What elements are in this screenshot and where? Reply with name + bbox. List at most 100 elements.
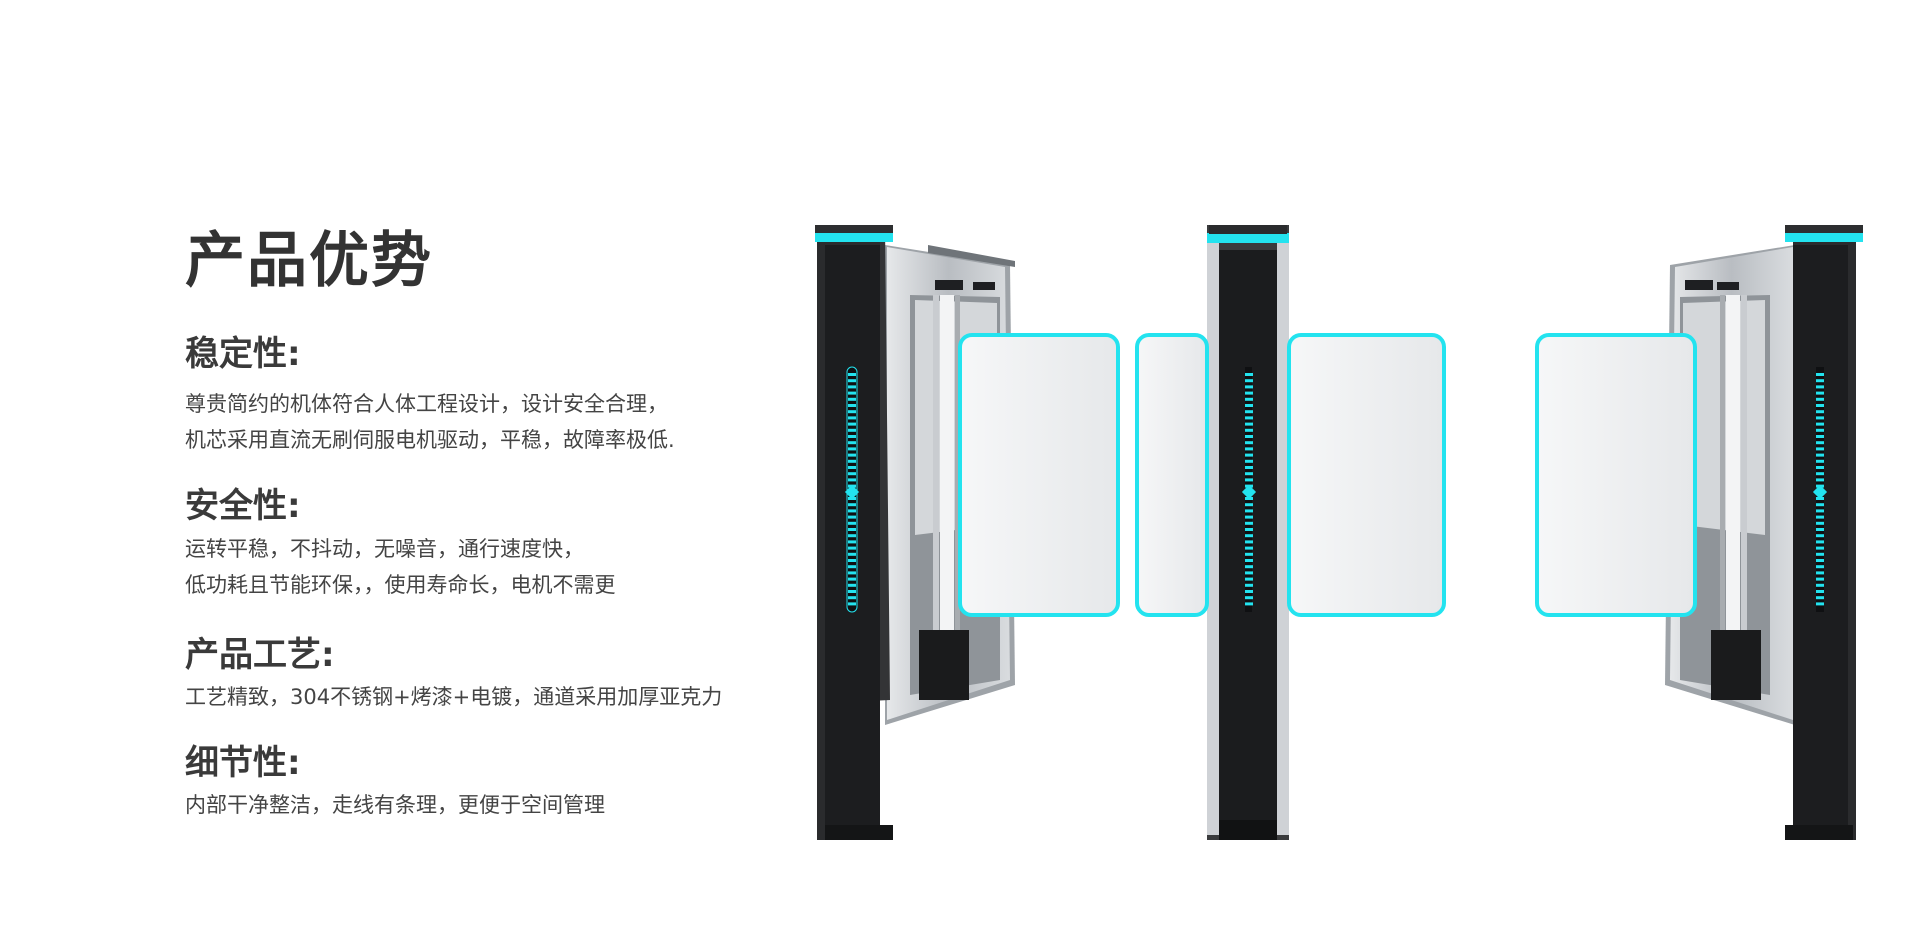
page-title: 产品优势 xyxy=(185,226,433,296)
led-segment xyxy=(1816,559,1824,562)
led-segment xyxy=(848,571,856,575)
led-segment xyxy=(1816,447,1824,451)
led-segment xyxy=(1816,503,1824,507)
led-segment xyxy=(1245,478,1253,482)
led-segment xyxy=(848,410,856,414)
led-segment xyxy=(1245,441,1253,445)
led-segment xyxy=(848,596,856,600)
led-segment xyxy=(848,472,856,476)
led-segment xyxy=(1816,509,1824,513)
led-segment xyxy=(1245,373,1253,376)
led-segment xyxy=(848,453,856,457)
section-line: 内部干净整洁，走线有条理，更便于空间管理 xyxy=(185,793,605,817)
led-segment xyxy=(848,590,856,593)
led-segment xyxy=(1816,466,1824,469)
led-segment xyxy=(1816,590,1824,593)
center-cabinet xyxy=(1207,225,1289,840)
led-segment xyxy=(1245,385,1253,389)
led-segment xyxy=(1816,534,1824,538)
led-segment xyxy=(1245,540,1253,544)
led-segment xyxy=(1245,503,1253,507)
led-segment xyxy=(848,534,856,538)
section-line: 尊贵简约的机体符合人体工程设计，设计安全合理， xyxy=(185,392,668,416)
led-center-diamond xyxy=(844,484,860,500)
led-segment xyxy=(1245,583,1253,587)
led-segment xyxy=(848,546,856,550)
led-segment xyxy=(1816,441,1824,445)
led-segment xyxy=(848,509,856,513)
led-segment xyxy=(1816,472,1824,476)
led-segment xyxy=(1245,590,1253,593)
led-segment xyxy=(1816,422,1824,426)
led-segment xyxy=(1816,540,1824,544)
led-segment xyxy=(848,466,856,469)
led-segment xyxy=(1816,385,1824,389)
section-heading-detail: 细节性: xyxy=(185,743,301,783)
led-center-diamond xyxy=(1241,484,1257,500)
led-segment xyxy=(848,397,856,401)
led-segment xyxy=(1245,428,1253,432)
led-segment xyxy=(1816,404,1824,407)
led-segment xyxy=(1245,379,1253,383)
led-segment xyxy=(1816,515,1824,519)
led-segment xyxy=(848,441,856,445)
led-segment xyxy=(1245,509,1253,513)
led-segment xyxy=(848,552,856,556)
led-segment xyxy=(1245,410,1253,414)
led-segment xyxy=(1816,571,1824,575)
led-segment xyxy=(1816,521,1824,525)
led-segment xyxy=(1816,552,1824,556)
led-segment xyxy=(1816,577,1824,581)
section-line: 工艺精致，304不锈钢+烤漆+电镀，通道采用加厚亚克力 xyxy=(185,685,723,709)
led-segment xyxy=(1245,435,1253,438)
led-segment xyxy=(848,373,856,376)
led-segment xyxy=(848,577,856,581)
led-segment xyxy=(1245,391,1253,395)
led-segment xyxy=(1816,416,1824,420)
led-segment xyxy=(1245,397,1253,401)
led-segment xyxy=(1245,596,1253,600)
led-segment xyxy=(1816,428,1824,432)
led-segment xyxy=(848,447,856,451)
section-heading-craft: 产品工艺: xyxy=(185,635,335,675)
led-segment xyxy=(848,478,856,482)
led-segment xyxy=(1245,559,1253,562)
section-line: 低功耗且节能环保，，使用寿命长，电机不需更 xyxy=(185,573,616,597)
led-segment xyxy=(1816,528,1824,531)
led-segment xyxy=(848,404,856,407)
led-segment xyxy=(848,583,856,587)
led-segment xyxy=(1245,565,1253,569)
led-segment xyxy=(1816,391,1824,395)
led-segment xyxy=(1816,565,1824,569)
led-segment xyxy=(848,565,856,569)
glass-wings xyxy=(958,333,1697,617)
section-heading-safety: 安全性: xyxy=(185,486,301,526)
led-segment xyxy=(1816,379,1824,383)
led-segment xyxy=(848,528,856,531)
led-segment xyxy=(1816,373,1824,376)
led-segment xyxy=(1816,453,1824,457)
led-segment xyxy=(1245,422,1253,426)
led-segment xyxy=(848,379,856,383)
led-segment xyxy=(1816,410,1824,414)
led-segment xyxy=(848,422,856,426)
led-segment xyxy=(1816,546,1824,550)
led-segment xyxy=(1245,521,1253,525)
led-segment xyxy=(848,559,856,562)
led-segment xyxy=(1245,546,1253,550)
led-segment xyxy=(848,391,856,395)
led-segment xyxy=(848,515,856,519)
led-segment xyxy=(1816,583,1824,587)
led-segment xyxy=(1245,571,1253,575)
led-segment xyxy=(1816,602,1824,606)
led-segment xyxy=(1245,404,1253,407)
led-segment xyxy=(848,385,856,389)
led-segment xyxy=(1245,447,1253,451)
led-segment xyxy=(848,521,856,525)
led-segment xyxy=(1816,459,1824,463)
led-segment xyxy=(848,428,856,432)
led-segment xyxy=(848,416,856,420)
led-segment xyxy=(848,503,856,507)
right-cabinet xyxy=(1665,225,1863,840)
led-segment xyxy=(1245,552,1253,556)
